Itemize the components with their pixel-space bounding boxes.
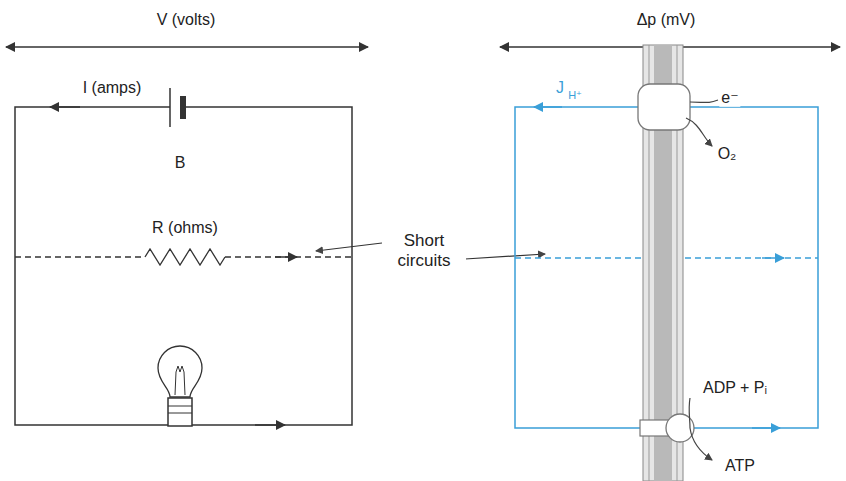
- protonmotive-force-label: Δp (mV): [635, 11, 698, 29]
- battery-label: B: [173, 154, 188, 172]
- electron-label: e⁻: [719, 89, 740, 107]
- voltage-label: V (volts): [155, 11, 218, 29]
- oxygen-label: O₂: [716, 145, 739, 163]
- proton-flux-label: J: [554, 79, 566, 97]
- proton-flux-subscript: H⁺: [568, 89, 582, 102]
- atp-synthase: [640, 398, 712, 460]
- product-label: ATP: [723, 457, 757, 475]
- short-circuit-label: Short circuits: [382, 231, 466, 270]
- resistance-label: R (ohms): [150, 219, 220, 237]
- substrate-label: ADP + Pᵢ: [701, 379, 769, 397]
- electric-circuit: [15, 88, 352, 426]
- respiratory-complex: [638, 84, 718, 146]
- current-label: I (amps): [81, 79, 144, 97]
- span-arrow: [6, 47, 840, 48]
